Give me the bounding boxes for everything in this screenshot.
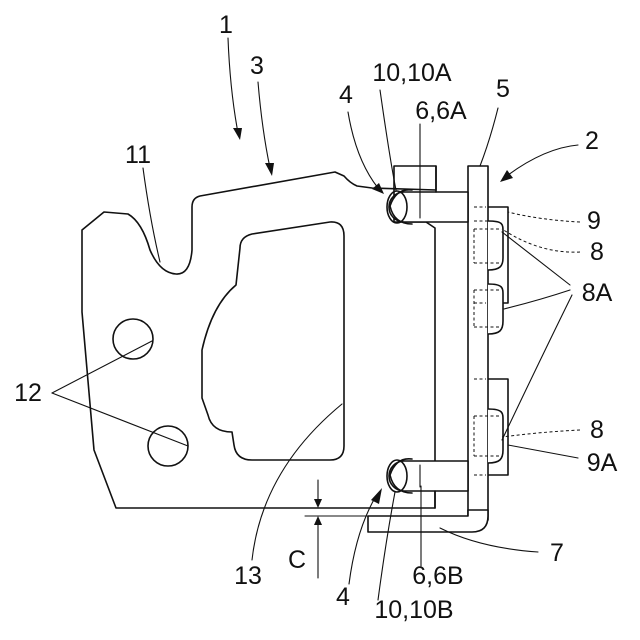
arrowhead [314, 516, 322, 525]
ref-label-4-bottom: 4 [336, 583, 350, 611]
projection-8a-lower [488, 409, 503, 463]
leader-4-bottom [349, 496, 376, 584]
ref-label-3: 3 [250, 52, 264, 80]
ref-label-8-bottom: 8 [590, 416, 604, 444]
leader-3 [258, 82, 270, 168]
ref-label-c: C [288, 546, 306, 574]
ref-label-2: 2 [585, 127, 599, 155]
plate-3 [82, 166, 436, 508]
ref-label-9: 9 [587, 207, 601, 235]
arrowhead [500, 170, 513, 182]
ref-label-13: 13 [234, 562, 262, 590]
leader-10a [380, 90, 396, 190]
ref-label-9a: 9A [587, 449, 618, 477]
ref-label-10-10a: 10,10A [372, 59, 452, 87]
leader-5 [480, 108, 498, 166]
leader-8a-middle [504, 290, 570, 309]
ref-label-11: 11 [125, 141, 151, 169]
ref-label-8-top: 8 [590, 238, 604, 266]
arrowhead [233, 128, 242, 140]
projection-8a-upper [488, 221, 503, 270]
ref-label-1: 1 [219, 11, 233, 39]
ref-label-12: 12 [14, 379, 42, 407]
pin-6a [389, 192, 468, 222]
pin-6b [389, 461, 468, 491]
leader-8-bottom [502, 430, 580, 437]
projection-8a-middle [488, 284, 503, 334]
ref-label-5: 5 [496, 75, 510, 103]
leader-1 [228, 38, 238, 133]
leader-9 [508, 212, 580, 222]
plate-outline [82, 166, 436, 508]
leader-2 [508, 145, 578, 175]
leader-8a-lower [502, 295, 572, 440]
ref-label-8a: 8A [582, 279, 613, 307]
leader-9a [508, 445, 578, 458]
vertical-plate-5 [468, 166, 488, 520]
ref-label-10-10b: 10,10B [374, 596, 453, 624]
leader-8a-upper [502, 232, 570, 285]
ref-label-4-top: 4 [339, 81, 353, 109]
ref-label-7: 7 [550, 539, 564, 567]
bottom-flange-7 [368, 510, 488, 532]
ref-label-6-6b: 6,6B [412, 562, 463, 590]
arrowhead [265, 163, 274, 176]
leader-4-top [348, 112, 378, 188]
ref-label-6-6a: 6,6A [415, 97, 467, 125]
